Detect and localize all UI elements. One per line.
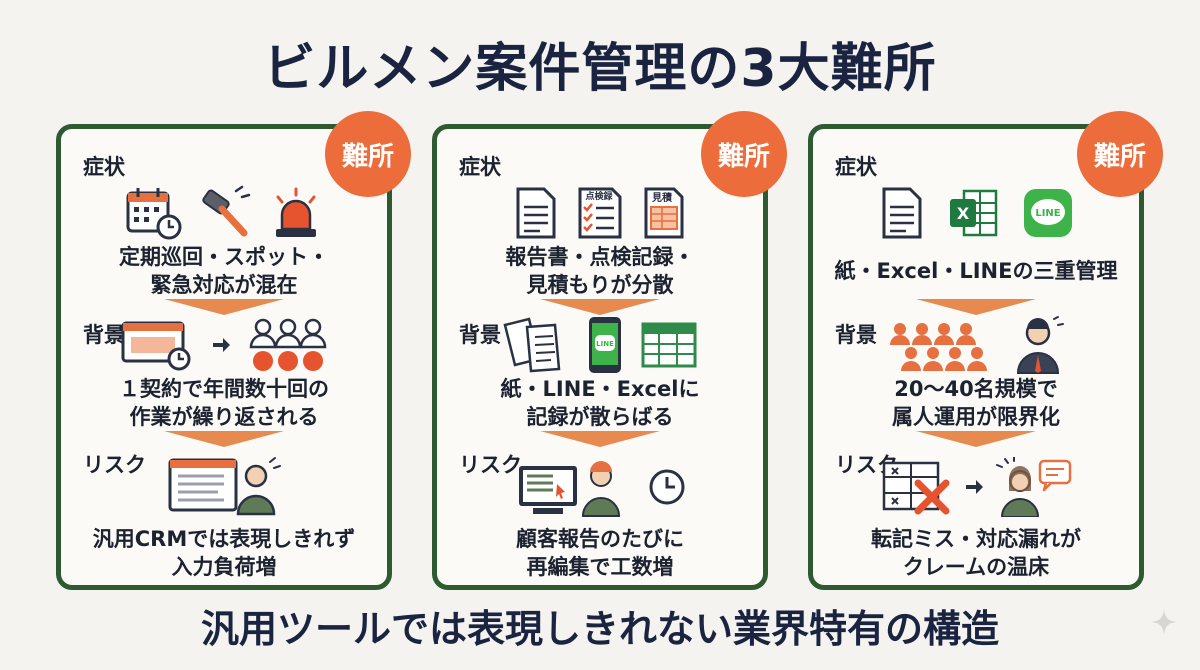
risk-text: 顧客報告のたびに 再編集で工数増: [516, 527, 684, 579]
arrow-right-icon: [213, 338, 230, 352]
excel-mark: X: [957, 204, 970, 223]
excel-icon: X: [950, 189, 998, 237]
risk-text: 汎用CRMでは表現しきれず 入力負荷増: [92, 527, 356, 579]
staff-group-icon: [890, 323, 987, 371]
estimate-title: 見積: [651, 191, 673, 204]
error-sheet-icon: [882, 461, 950, 515]
user-at-computer-icon: [168, 457, 281, 516]
background-label: 背景: [835, 323, 877, 347]
manager-icon: [1016, 316, 1064, 374]
complaint-person-icon: [996, 457, 1072, 517]
calendar-clock-icon: [126, 188, 182, 240]
background-text: 紙・LINE・Excelに 記録が散らばる: [500, 377, 700, 429]
checklist-title: 点検録: [585, 190, 613, 202]
flow-arrow: [916, 431, 1036, 447]
flow-arrow: [540, 431, 660, 447]
symptom-text: 定期巡回・スポット・ 緊急対応が混在: [119, 245, 329, 297]
people-cycle-icon: [249, 318, 327, 371]
risk-label: リスク: [459, 453, 522, 477]
worker-at-computer-icon: [519, 461, 621, 517]
symptom-icons: [61, 181, 387, 245]
background-text: 20～40名規模で 属人運用が限界化: [892, 377, 1060, 429]
papers-icon: [503, 317, 561, 373]
arrow-right-icon: [966, 480, 983, 494]
symptom-label: 症状: [459, 155, 501, 179]
risk-icons: [61, 455, 387, 519]
risk-label: リスク: [83, 453, 146, 477]
paper-icon: [882, 187, 922, 239]
clock-icon: [649, 469, 685, 505]
card-difficulty-1: 難所 症状 定期巡回・スポット・ 緊急対応が混在 背景: [56, 111, 411, 590]
checklist-icon: 点検録: [578, 187, 622, 239]
line-icon: LINE: [1024, 189, 1072, 237]
background-icons: [813, 313, 1139, 377]
background-label: 背景: [459, 323, 501, 347]
schedule-screen-icon: [121, 321, 191, 371]
background-text: １契約で年間数十回の 作業が繰り返される: [119, 377, 329, 429]
card-difficulty-3: 難所 症状 X LINE 紙・Excel・LINEの三重管理 背景: [808, 111, 1163, 590]
gavel-icon: [202, 185, 251, 237]
symptom-label: 症状: [835, 155, 877, 179]
sparkle-icon: [1151, 609, 1177, 635]
flow-arrow: [164, 431, 284, 447]
document-icon: [516, 187, 556, 239]
symptom-text: 報告書・点検記録・ 見積もりが分散: [505, 245, 695, 297]
background-icons: [61, 313, 387, 377]
symptom-icons: 点検録 見積: [437, 181, 763, 245]
footer-summary: 汎用ツールでは表現しきれない業界特有の構造: [200, 607, 999, 651]
estimate-icon: 見積: [644, 187, 684, 239]
page-title: ビルメン案件管理の3大難所: [263, 39, 937, 99]
difficulty-badge: 難所: [701, 111, 787, 197]
symptom-icons: X LINE: [813, 181, 1139, 245]
difficulty-badge: 難所: [325, 111, 411, 197]
siren-icon: [276, 187, 316, 237]
background-icons: LINE: [437, 313, 763, 377]
spreadsheet-icon: [641, 322, 697, 368]
risk-icons: [437, 455, 763, 519]
line-phone-icon: LINE: [589, 317, 621, 373]
line-mark: LINE: [1035, 208, 1060, 219]
risk-icons: [813, 455, 1139, 519]
symptom-text: 紙・Excel・LINEの三重管理: [834, 259, 1118, 283]
risk-text: 転記ミス・対応漏れが クレームの温床: [871, 527, 1081, 579]
line-label: LINE: [596, 340, 614, 348]
difficulty-badge: 難所: [1077, 111, 1163, 197]
symptom-label: 症状: [83, 155, 125, 179]
card-difficulty-2: 難所 症状 点検録 見積 報告書・点検記録・ 見積もりが分散 背景: [432, 111, 787, 590]
background-label: 背景: [83, 323, 125, 347]
